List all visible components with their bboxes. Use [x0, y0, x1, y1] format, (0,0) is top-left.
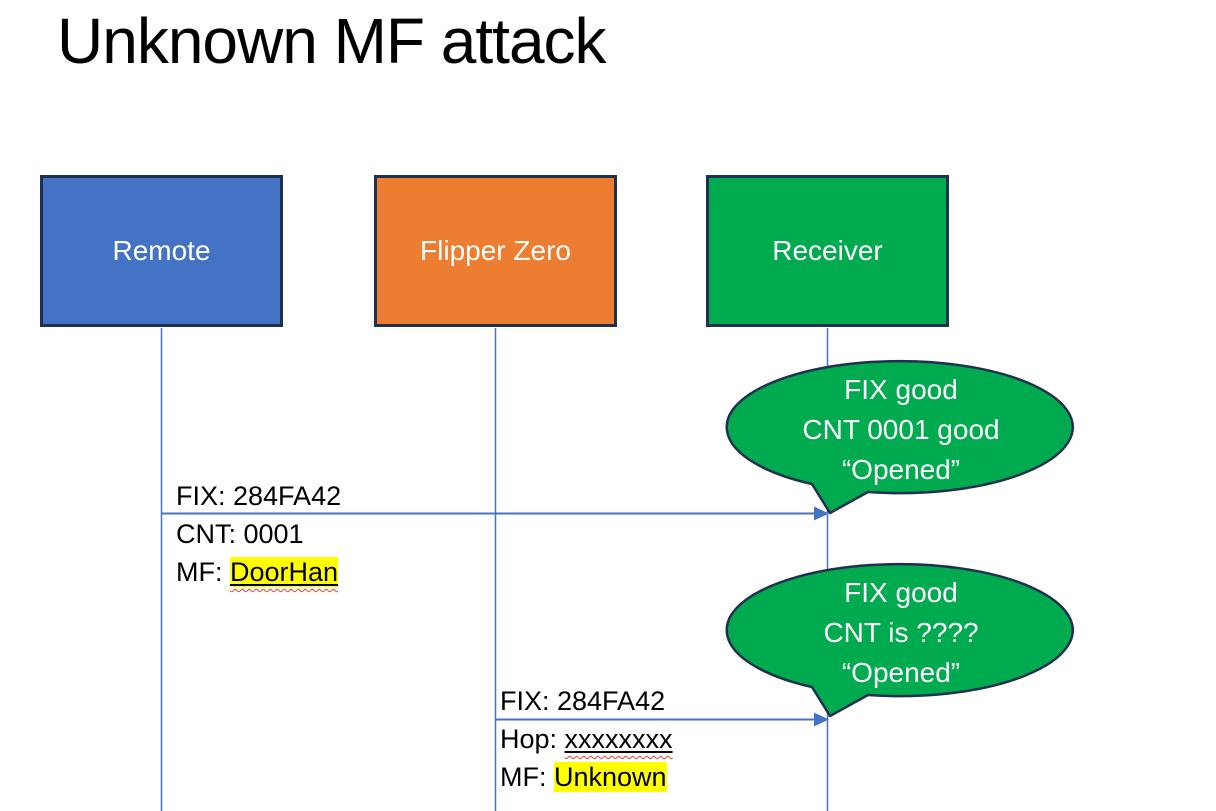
spellcheck-squiggle: DoorHan	[230, 553, 339, 591]
bubble2-line3: “Opened”	[841, 657, 961, 688]
message1-fix-line: FIX: 284FA42	[176, 481, 342, 511]
actor-box-receiver: Receiver	[706, 175, 949, 327]
spellcheck-squiggle: xxxxxxxx	[565, 720, 673, 758]
actor-label-receiver: Receiver	[772, 235, 883, 266]
slide-title: Unknown MF attack	[57, 5, 607, 77]
bubble1-line2: CNT 0001 good	[802, 414, 1000, 445]
speech-bubble-1-text: FIX good CNT 0001 good “Opened”	[726, 370, 1076, 490]
message1-mf-line: MF: DoorHan	[176, 553, 341, 591]
message1-labels: FIX: 284FA42 CNT: 0001 MF: DoorHan	[176, 477, 341, 591]
message2-hop-value: xxxxxxxx	[564, 724, 673, 754]
message2-hop-line: Hop: xxxxxxxx	[500, 720, 673, 758]
message1-cnt-line: CNT: 0001	[176, 519, 304, 549]
message2-labels: FIX: 284FA42 Hop: xxxxxxxx MF: Unknown	[500, 682, 673, 796]
message1-mf-value-highlight: DoorHan	[230, 557, 339, 587]
bubble2-line1: FIX good	[844, 577, 958, 608]
actor-box-remote: Remote	[40, 175, 283, 327]
message1-arrowhead-icon	[814, 506, 829, 521]
speech-bubble-1	[725, 359, 1074, 515]
message2-hop-prefix: Hop:	[500, 724, 565, 754]
message2-mf-line: MF: Unknown	[500, 758, 673, 796]
speech-bubble-2	[725, 562, 1074, 718]
actor-label-remote: Remote	[112, 235, 211, 266]
bubble1-line1: FIX good	[844, 374, 958, 405]
actor-label-flipper-zero: Flipper Zero	[420, 235, 571, 266]
bubble1-line3: “Opened”	[841, 454, 961, 485]
message2-fix-line: FIX: 284FA42	[500, 686, 666, 716]
actor-box-flipper-zero: Flipper Zero	[374, 175, 617, 327]
message2-mf-prefix: MF:	[500, 762, 554, 792]
message1-mf-prefix: MF:	[176, 557, 230, 587]
bubble2-line2: CNT is ????	[823, 617, 979, 648]
speech-bubble-2-text: FIX good CNT is ???? “Opened”	[726, 573, 1076, 693]
message2-arrowhead-icon	[814, 712, 829, 727]
message2-mf-value-highlight: Unknown	[554, 762, 667, 792]
